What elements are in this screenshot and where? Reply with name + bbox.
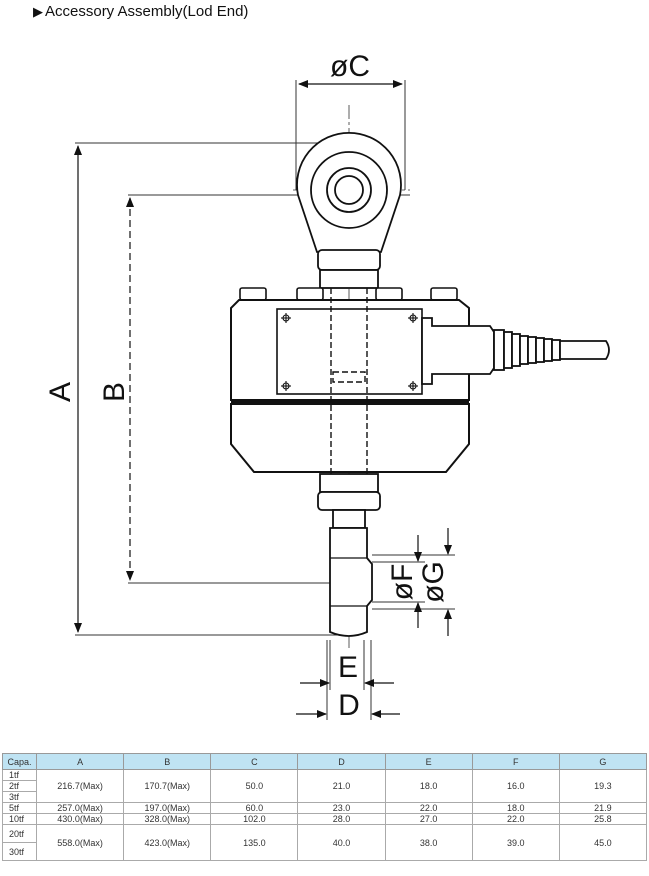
spec-table-header: Capa. A B C D E F G — [2, 753, 648, 770]
header-cell: G — [558, 753, 648, 770]
dim-label-c: øC — [330, 50, 370, 83]
value-cell: 21.0 — [297, 769, 386, 803]
value-cell: 45.0 — [558, 824, 648, 861]
lower-hex-nut — [317, 473, 381, 511]
value-cell: 18.0 — [471, 802, 560, 814]
name-plate — [276, 308, 423, 395]
center-rod-hidden — [330, 288, 368, 474]
value-cell: 27.0 — [384, 813, 473, 825]
value-cell: 102.0 — [210, 813, 299, 825]
table-row: 1tf 216.7(Max) 170.7(Max) 50.0 21.0 18.0… — [2, 769, 648, 803]
value-cell: 16.0 — [471, 769, 560, 803]
value-cell: 135.0 — [210, 824, 299, 861]
value-cell: 558.0(Max) — [35, 824, 125, 861]
value-cell: 197.0(Max) — [123, 802, 212, 814]
header-cell: D — [297, 753, 386, 770]
value-cell: 25.8 — [558, 813, 648, 825]
value-cell: 38.0 — [384, 824, 473, 861]
value-cell: 18.0 — [384, 769, 473, 803]
value-cell: 60.0 — [210, 802, 299, 814]
dim-label-g: øG — [417, 561, 450, 603]
top-bolt-heads — [239, 287, 458, 301]
dim-label-e: E — [338, 651, 358, 684]
header-cell: Capa. — [2, 753, 37, 770]
table-row: 5tf 257.0(Max) 197.0(Max) 60.0 23.0 22.0… — [2, 802, 648, 814]
capa-cell: 5tf — [2, 802, 37, 814]
lower-rod — [332, 509, 366, 529]
value-cell: 22.0 — [471, 813, 560, 825]
cable-gland — [421, 317, 561, 385]
capa-cell: 20tf — [2, 824, 37, 843]
capa-cell: 30tf — [2, 842, 37, 861]
table-row: 20tf 558.0(Max) 423.0(Max) 135.0 40.0 38… — [2, 824, 648, 861]
header-cell: F — [471, 753, 560, 770]
dim-label-d: D — [338, 689, 360, 722]
value-cell: 23.0 — [297, 802, 386, 814]
capa-cell: 1tf — [2, 769, 37, 781]
section-title-text: Accessory Assembly(Lod End) — [45, 3, 249, 20]
header-cell: C — [210, 753, 299, 770]
spec-table: Capa. A B C D E F G 1tf 216.7(Max) 170.7… — [2, 753, 648, 861]
rod-end-assembly-drawing: A B øC E D øF øG — [44, 50, 610, 722]
value-cell: 22.0 — [384, 802, 473, 814]
value-cell: 19.3 — [558, 769, 648, 803]
dim-label-a: A — [44, 382, 77, 402]
value-cell: 257.0(Max) — [35, 802, 125, 814]
value-cell: 430.0(Max) — [35, 813, 125, 825]
cable — [559, 340, 610, 360]
value-cell: 40.0 — [297, 824, 386, 861]
header-cell: E — [384, 753, 473, 770]
lower-rod-end — [329, 527, 373, 637]
capa-cell: 3tf — [2, 791, 37, 803]
value-cell: 39.0 — [471, 824, 560, 861]
value-cell: 423.0(Max) — [123, 824, 212, 861]
capa-cell: 2tf — [2, 780, 37, 792]
value-cell: 50.0 — [210, 769, 299, 803]
header-cell: B — [123, 753, 212, 770]
dim-label-b: B — [98, 382, 131, 402]
value-cell: 21.9 — [558, 802, 648, 814]
value-cell: 328.0(Max) — [123, 813, 212, 825]
table-row: 30tf — [2, 842, 647, 861]
dimension-lines — [74, 80, 452, 718]
value-cell: 216.7(Max) — [35, 769, 125, 803]
header-cell: A — [35, 753, 125, 770]
value-cell: 170.7(Max) — [123, 769, 212, 803]
upper-hex-nut — [317, 249, 381, 289]
rod-end-eye — [296, 132, 402, 253]
section-title: ▶ Accessory Assembly(Lod End) — [33, 3, 248, 20]
triangle-bullet-icon: ▶ — [33, 3, 43, 19]
value-cell: 28.0 — [297, 813, 386, 825]
table-row: 10tf 430.0(Max) 328.0(Max) 102.0 28.0 27… — [2, 813, 648, 825]
capa-cell: 10tf — [2, 813, 37, 825]
dim-label-f: øF — [386, 564, 419, 601]
table-row: 2tf — [2, 780, 647, 792]
